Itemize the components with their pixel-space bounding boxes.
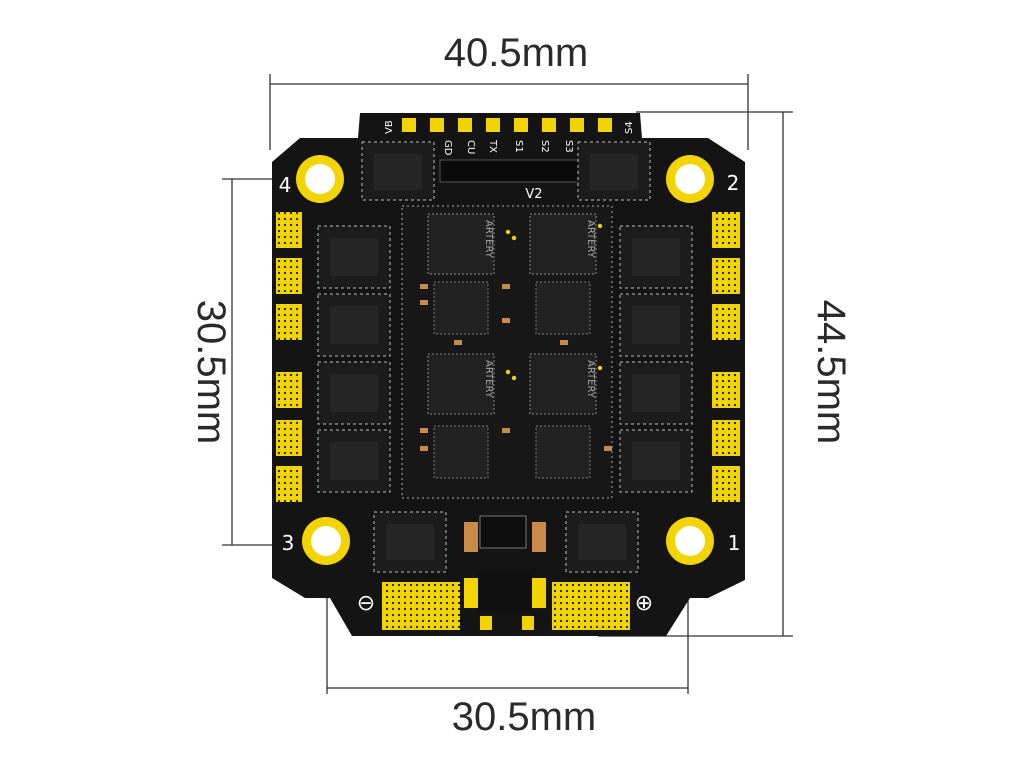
dimension-top-label: 40.5mm xyxy=(444,31,589,75)
svg-text:TX: TX xyxy=(487,139,498,153)
corner-label-2: 2 xyxy=(727,171,740,195)
mcu-chip-4 xyxy=(529,353,597,415)
driver-chip-3 xyxy=(433,425,489,479)
svg-text:ARTERY: ARTERY xyxy=(585,220,596,259)
mounting-holes xyxy=(296,155,714,565)
voltage-regulator xyxy=(479,515,527,549)
corner-label-4: 4 xyxy=(279,173,292,197)
polarity-positive-icon: ⊕ xyxy=(635,591,653,616)
pad-labels: VB GD CU TX S1 S2 S3 S4 xyxy=(384,120,635,156)
signal-pads xyxy=(402,118,612,132)
mcu-block: ARTERY ARTERY ARTERY ARTERY xyxy=(401,205,613,499)
dimension-bottom-label: 30.5mm xyxy=(452,695,597,739)
svg-text:S3: S3 xyxy=(563,140,574,153)
svg-text:VB: VB xyxy=(384,120,395,134)
left-motor-pads xyxy=(276,212,302,502)
svg-text:S4: S4 xyxy=(624,121,635,134)
corner-label-3: 3 xyxy=(282,531,295,555)
driver-chip-2 xyxy=(535,281,591,335)
header-connector xyxy=(439,159,581,183)
mcu-chip-1 xyxy=(427,213,495,275)
svg-text:ARTERY: ARTERY xyxy=(483,220,494,259)
driver-chip-4 xyxy=(535,425,591,479)
capacitor-left xyxy=(464,522,478,552)
corner-label-1: 1 xyxy=(728,531,741,555)
right-motor-pads xyxy=(712,212,740,502)
mosfets-right xyxy=(619,225,693,493)
version-label: V2 xyxy=(525,187,542,202)
capacitor-right xyxy=(532,522,546,552)
driver-chip-1 xyxy=(433,281,489,335)
svg-text:ARTERY: ARTERY xyxy=(585,360,596,399)
mcu-chip-3 xyxy=(427,353,495,415)
svg-text:GD: GD xyxy=(442,140,453,156)
dimension-right-label: 44.5mm xyxy=(809,300,853,445)
battery-pad-positive xyxy=(552,582,630,630)
dimension-left-label: 30.5mm xyxy=(189,300,233,445)
svg-text:CU: CU xyxy=(465,140,476,154)
svg-text:S1: S1 xyxy=(513,140,524,153)
svg-text:ARTERY: ARTERY xyxy=(483,360,494,399)
svg-text:S2: S2 xyxy=(539,140,550,153)
esc-board: 4 2 3 1 VB GD CU TX S1 S2 S3 S4 V2 xyxy=(272,113,745,636)
battery-pad-negative xyxy=(382,582,460,630)
mcu-chip-2 xyxy=(529,213,597,275)
polarity-negative-icon: ⊖ xyxy=(357,591,375,616)
mosfets-left xyxy=(317,225,391,493)
